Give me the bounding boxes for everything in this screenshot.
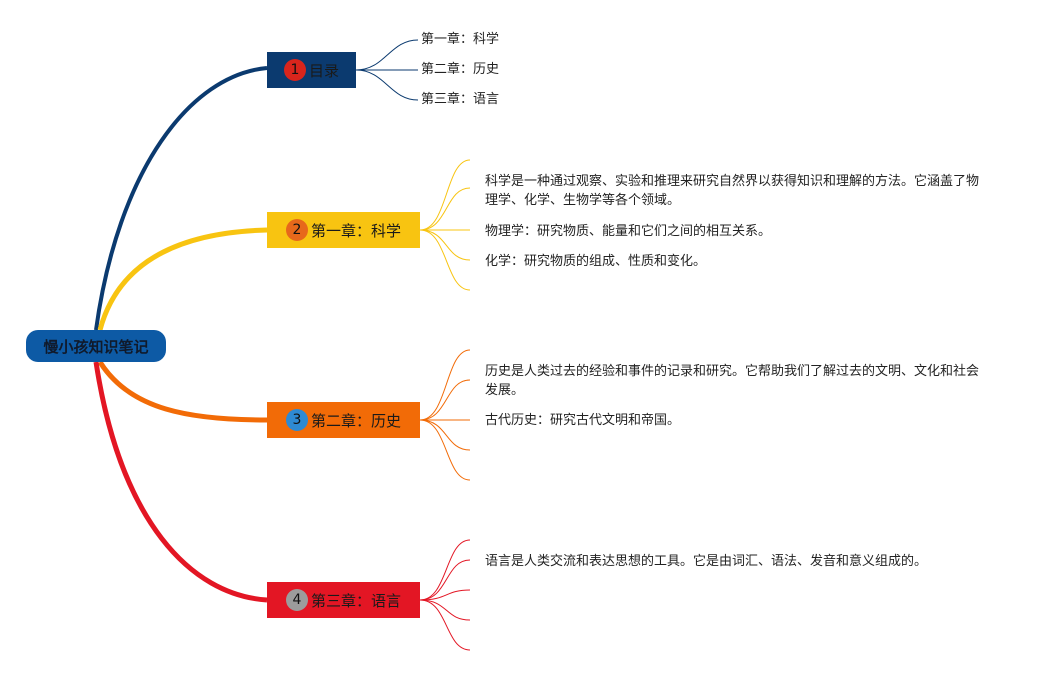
topic-node-history[interactable]: 3 第二章：历史: [267, 402, 420, 438]
toc-link-3: [355, 69, 419, 101]
topic-node-science[interactable]: 2 第一章：科学: [267, 212, 420, 248]
language-link-2: [419, 559, 471, 601]
science-chemistry[interactable]: 化学：研究物质的组成、性质和变化。: [485, 254, 707, 269]
topic-node-language[interactable]: 4 第三章：语言: [267, 582, 420, 618]
language-link-4: [419, 599, 471, 621]
history-description[interactable]: 历史是人类过去的经验和事件的记录和研究。它帮助我们了解过去的文明、文化和社会发展…: [485, 364, 980, 398]
root-label: 慢小孩知识笔记: [43, 337, 149, 356]
root-node[interactable]: 慢小孩知识笔记: [26, 330, 166, 362]
toc-item-language[interactable]: 第三章：语言: [421, 92, 500, 107]
history-link-4: [419, 419, 471, 451]
topic-label-language: 第三章：语言: [310, 591, 401, 610]
number-badge-4: 4: [285, 589, 308, 611]
history-link-5: [419, 419, 471, 481]
science-link-2: [419, 187, 471, 231]
science-link-5: [419, 229, 471, 291]
science-link-1: [419, 159, 471, 231]
topic-label-science: 第一章：科学: [310, 221, 401, 240]
history-ancient[interactable]: 古代历史：研究古代文明和帝国。: [485, 413, 681, 428]
history-link-1: [419, 349, 471, 421]
science-link-4: [419, 229, 471, 261]
branch-line-history: [97, 360, 268, 423]
science-description[interactable]: 科学是一种通过观察、实验和推理来研究自然界以获得知识和理解的方法。它涵盖了物理学…: [485, 174, 980, 208]
toc-item-science[interactable]: 第一章：科学: [421, 32, 500, 47]
branch-line-toc: [94, 66, 268, 331]
language-link-5: [419, 599, 471, 651]
language-link-1: [419, 539, 471, 601]
toc-link-1: [355, 39, 419, 71]
toc-item-history[interactable]: 第二章：历史: [421, 62, 500, 77]
language-link-3: [419, 589, 471, 601]
number-badge-2: 2: [285, 219, 308, 241]
branch-line-science: [97, 227, 268, 331]
number-badge-1: 1: [283, 59, 306, 81]
branch-line-language: [93, 361, 268, 603]
history-link-2: [419, 379, 471, 421]
number-badge-3: 3: [285, 409, 308, 431]
language-description[interactable]: 语言是人类交流和表达思想的工具。它是由词汇、语法、发音和意义组成的。: [485, 554, 928, 569]
topic-label-toc: 目录: [308, 61, 339, 80]
topic-node-toc[interactable]: 1 目录: [267, 52, 356, 88]
topic-label-history: 第二章：历史: [310, 411, 401, 430]
science-physics[interactable]: 物理学：研究物质、能量和它们之间的相互关系。: [485, 224, 772, 239]
